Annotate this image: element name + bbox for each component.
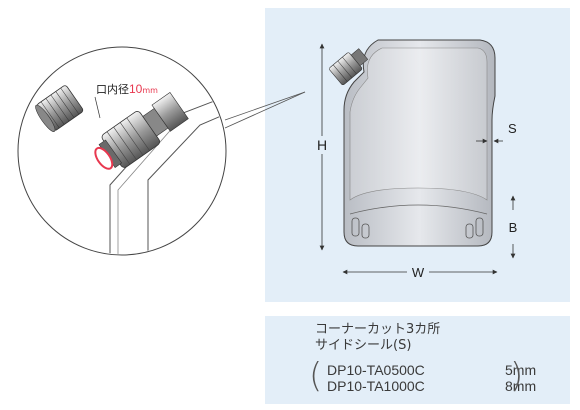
spec-value: 5mm (505, 362, 537, 378)
spec-row: DP10-TA0500C 5mm (327, 362, 536, 378)
side-seal-dimension: S (476, 121, 517, 144)
pouch-spout (329, 48, 369, 86)
spout-cap (35, 85, 84, 132)
spec-model: DP10-TA1000C (327, 378, 425, 394)
height-dimension: H (313, 43, 331, 251)
close-paren: ) (510, 356, 524, 396)
bottom-dimension: B (509, 195, 518, 259)
side-seal-label: S (508, 121, 517, 136)
height-label: H (317, 137, 327, 153)
spec-value: 8mm (505, 378, 537, 394)
width-dimension: W (342, 264, 498, 280)
bore-label: 口内径10mm (96, 82, 158, 96)
spec-side-seal: サイドシール(S) (315, 338, 412, 353)
spec-corner-cut: コーナーカット3カ所 (315, 322, 441, 337)
bore-label-unit: mm (142, 86, 158, 95)
bottom-label: B (509, 220, 518, 235)
spout-zoom-circle: 口内径10mm (17, 46, 227, 256)
width-label: W (412, 265, 425, 280)
spec-model: DP10-TA0500C (327, 362, 425, 378)
bore-label-value: 10 (129, 82, 143, 96)
spec-row: DP10-TA1000C 8mm (327, 378, 536, 394)
callout-connector (224, 91, 306, 129)
seal-spec-box: コーナーカット3カ所 サイドシール(S) ( DP10-TA0500C 5mm … (265, 316, 570, 404)
bore-label-prefix: 口内径 (96, 82, 129, 96)
open-paren: ( (309, 356, 323, 396)
pouch-bag (329, 39, 496, 247)
